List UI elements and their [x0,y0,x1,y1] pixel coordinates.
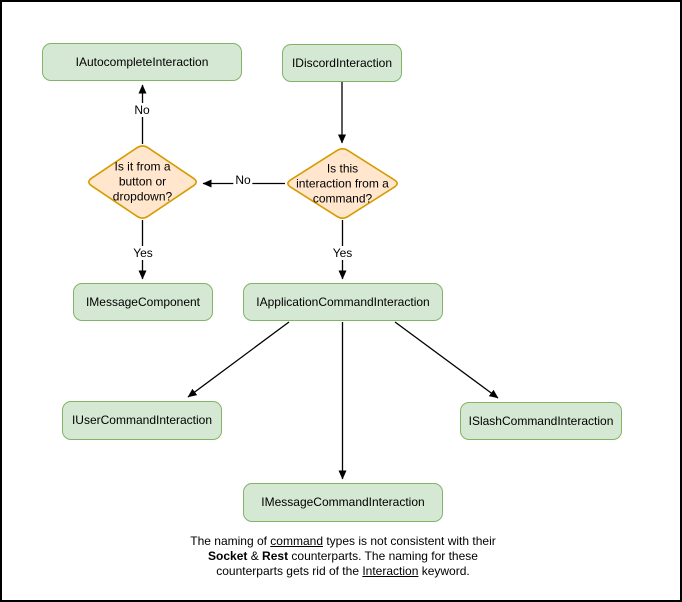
naming-note: The naming of command types is not consi… [190,534,495,579]
node-discord-interaction: IDiscordInteraction [282,44,402,82]
naming-note-line2: Socket & Rest counterparts. The naming f… [208,549,478,563]
naming-note-line3: counterparts gets rid of the Interaction… [216,564,470,578]
edge-label-yes-left: Yes [131,246,155,260]
node-application-command-interaction: IApplicationCommandInteraction [243,283,443,321]
node-message-component: IMessageComponent [73,283,213,321]
edge-application-to-slash-command [394,321,499,399]
decision-command-shape [287,148,398,219]
edge-label-yes-right: Yes [330,246,355,260]
node-autocomplete-interaction: IAutocompleteInteraction [42,43,242,81]
edge-label-no-up: No [132,103,152,117]
edge-application-to-user-command [187,321,290,398]
decision-button-dropdown-shape [88,145,197,219]
node-slash-command-interaction: ISlashCommandInteraction [460,402,622,440]
node-user-command-interaction: IUserCommandInteraction [62,401,222,440]
edge-label-no-left: No [233,173,253,187]
naming-note-line1: The naming of command types is not consi… [190,534,496,548]
bold-socket-word: Socket [208,549,248,563]
bold-rest-word: Rest [262,549,289,563]
underlined-command-word: command [270,534,323,548]
underlined-interaction-word: Interaction [362,564,419,578]
node-message-command-interaction: IMessageCommandInteraction [243,483,443,522]
